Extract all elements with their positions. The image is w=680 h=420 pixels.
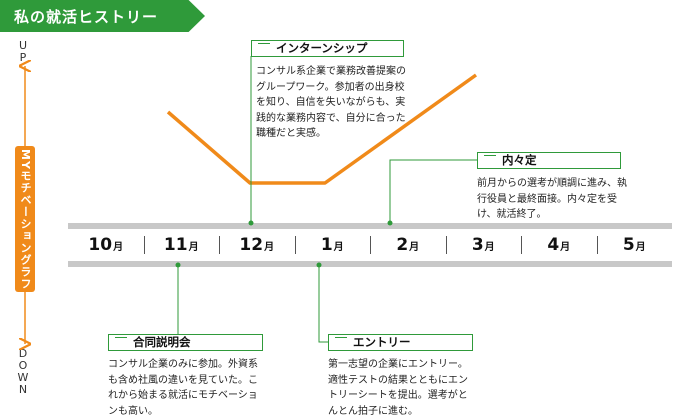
- month-5: 5月: [596, 229, 673, 261]
- month-11: 11月: [143, 229, 220, 261]
- month-unit: 月: [188, 242, 199, 253]
- timeline-band-bottom: [68, 261, 672, 267]
- month-4: 4月: [521, 229, 597, 261]
- event-body-entry: 第一志望の企業にエントリー。適性テストの結果とともにエントリーシートを提出。選考…: [328, 359, 468, 417]
- month-10: 10月: [68, 229, 144, 261]
- connector-entry: [318, 267, 328, 343]
- month-2: 2月: [370, 229, 446, 261]
- month-number: 12: [239, 235, 264, 255]
- event-body-setsumeikai: コンサル企業のみに参加。外資系も含め社風の違いを見ていた。これから始まる就活にモ…: [108, 359, 258, 417]
- motivation-graph-text: MYモチベーショングラフ: [19, 148, 32, 290]
- motivation-graph-label: MYモチベーショングラフ: [15, 146, 35, 292]
- month-number: 10: [88, 235, 113, 255]
- event-title-entry: エントリー: [328, 334, 473, 351]
- event-body-naitei: 前月からの選考が順調に進み、執行役員と最終面接。内々定を受け、就活終了。: [477, 178, 627, 220]
- dot-internship: [248, 220, 254, 226]
- month-unit: 月: [113, 242, 124, 253]
- event-title-setsumeikai: 合同説明会: [108, 334, 263, 351]
- dot-naitei: [387, 220, 393, 226]
- event-title-internship: インターンシップ: [251, 40, 404, 57]
- motivation-line: [166, 73, 478, 185]
- month-number: 11: [163, 235, 188, 255]
- connector-naitei: [389, 159, 477, 221]
- month-unit: 月: [409, 242, 420, 253]
- title-banner: 私の就活ヒストリー: [0, 0, 205, 32]
- event-body-internship: コンサル系企業で業務改善提案のグループワーク。参加者の出身校を知り、自信を失いな…: [256, 66, 406, 139]
- month-1: 1月: [294, 229, 371, 261]
- month-unit: 月: [635, 242, 646, 253]
- month-unit: 月: [484, 242, 495, 253]
- month-number: 1: [320, 235, 333, 255]
- month-number: 2: [396, 235, 409, 255]
- month-3: 3月: [445, 229, 522, 261]
- month-number: 3: [471, 235, 484, 255]
- month-unit: 月: [264, 242, 275, 253]
- month-12: 12月: [219, 229, 295, 261]
- month-number: 4: [547, 235, 560, 255]
- dot-setsumeikai: [175, 262, 181, 268]
- dot-entry: [316, 262, 322, 268]
- timeline-band-top: [68, 223, 672, 229]
- month-unit: 月: [333, 242, 344, 253]
- month-unit: 月: [560, 242, 571, 253]
- month-number: 5: [622, 235, 635, 255]
- page-title: 私の就活ヒストリー: [14, 8, 159, 26]
- event-title-naitei: 内々定: [477, 152, 621, 169]
